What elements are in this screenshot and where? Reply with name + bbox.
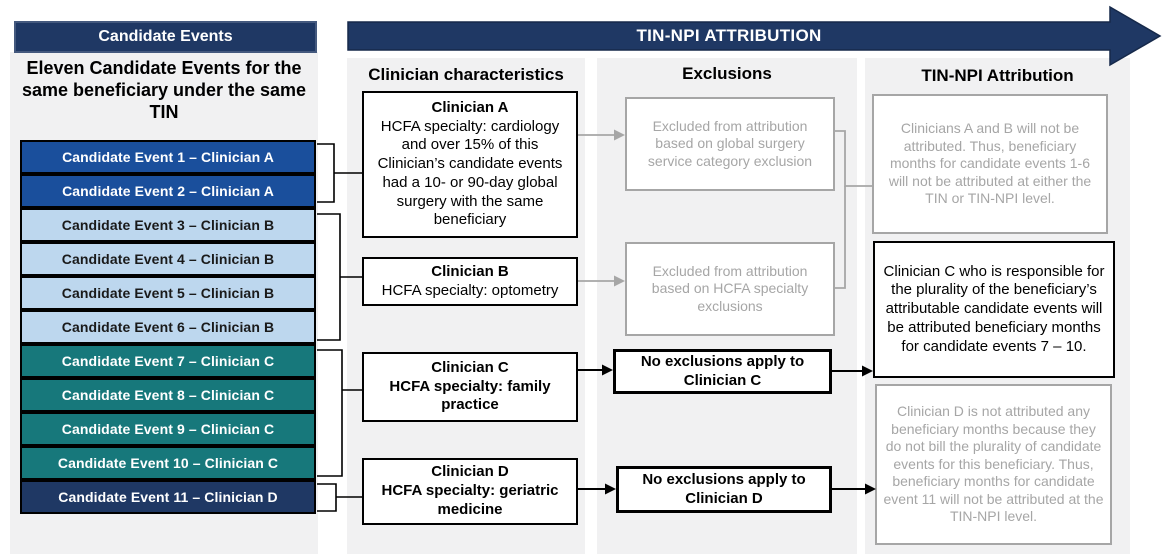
exclusion-hcfa-specialty-box: Excluded from attribution based on HCFA … [625, 242, 835, 336]
clinician-c-body: HCFA specialty: family practice [389, 377, 551, 414]
clinician-a-body: HCFA specialty: cardiology and over 15% … [377, 117, 563, 229]
candidate-event-row-1: Candidate Event 1 – Clinician A [20, 140, 316, 174]
candidate-event-row-8: Candidate Event 8 – Clinician C [20, 378, 316, 412]
banner-title: TIN-NPI ATTRIBUTION [636, 26, 822, 45]
no-exclusions-d-box: No exclusions apply to Clinician D [616, 466, 832, 513]
bracket-group-c [317, 349, 343, 477]
candidate-event-row-7: Candidate Event 7 – Clinician C [20, 344, 316, 378]
clinician-c-title: Clinician C [431, 358, 509, 376]
attribution-c-attributed-box: Clinician C who is responsible for the p… [873, 241, 1115, 378]
clinician-c-box: Clinician C HCFA specialty: family pract… [362, 352, 578, 422]
candidate-event-row-4: Candidate Event 4 – Clinician B [20, 242, 316, 276]
clinician-d-body: HCFA specialty: geriatric medicine [381, 482, 559, 518]
bracket-group-a [317, 143, 335, 203]
column-header-exclusions: Exclusions [682, 64, 772, 83]
candidate-events-title: Eleven Candidate Events for the same ben… [21, 58, 307, 122]
column-header-clinician: Clinician characteristics [368, 65, 564, 84]
candidate-events-header: Candidate Events [14, 21, 317, 53]
clinician-b-box: Clinician B HCFA specialty: optometry [362, 257, 578, 306]
attribution-ab-not-attributed-box: Clinicians A and B will not be attribute… [872, 94, 1108, 234]
candidate-event-row-10: Candidate Event 10 – Clinician C [20, 446, 316, 480]
exclusion-global-surgery-box: Excluded from attribution based on globa… [625, 97, 835, 191]
clinician-a-box: Clinician A HCFA specialty: cardiology a… [362, 91, 578, 238]
clinician-b-title: Clinician B [431, 262, 509, 280]
clinician-d-title: Clinician D [431, 463, 509, 481]
bracket-group-d [317, 483, 337, 512]
column-header-attribution: TIN-NPI Attribution [921, 66, 1074, 85]
candidate-event-row-6: Candidate Event 6 – Clinician B [20, 310, 316, 344]
no-exclusions-c-box: No exclusions apply to Clinician C [613, 349, 832, 394]
bracket-group-b [317, 213, 341, 341]
candidate-event-row-9: Candidate Event 9 – Clinician C [20, 412, 316, 446]
candidate-event-row-5: Candidate Event 5 – Clinician B [20, 276, 316, 310]
clinician-d-box: Clinician D HCFA specialty: geriatric me… [362, 458, 578, 525]
clinician-a-title: Clinician A [431, 98, 509, 116]
candidate-event-row-2: Candidate Event 2 – Clinician A [20, 174, 316, 208]
clinician-b-body: HCFA specialty: optometry [381, 281, 559, 299]
candidate-event-row-3: Candidate Event 3 – Clinician B [20, 208, 316, 242]
attribution-d-not-attributed-box: Clinician D is not attributed any benefi… [875, 384, 1112, 545]
candidate-event-row-11: Candidate Event 11 – Clinician D [20, 480, 316, 514]
